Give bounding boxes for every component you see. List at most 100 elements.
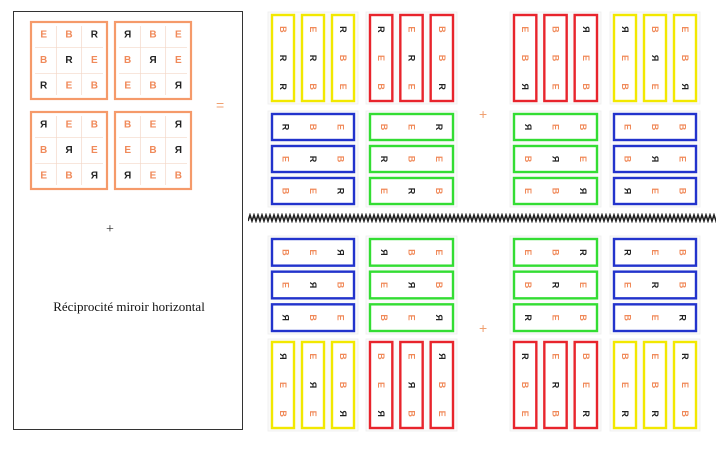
yellow-strip	[270, 340, 296, 430]
blue-strip	[612, 303, 698, 333]
grid-letter: B	[65, 29, 72, 40]
blue-strip	[612, 112, 698, 142]
blue-strip	[612, 176, 698, 206]
equals-sign: =	[216, 97, 225, 113]
strip-letter: B	[379, 314, 389, 321]
grid-letter: R	[123, 171, 131, 182]
strip-letter: R	[278, 83, 288, 90]
strip-letter: B	[551, 410, 561, 417]
orange-grid-1	[29, 20, 109, 101]
strip-letter: E	[437, 411, 447, 417]
red-strip	[573, 340, 599, 430]
blue-strip	[270, 144, 356, 174]
blue-strip	[270, 237, 356, 267]
strip-letter: R	[581, 26, 591, 33]
strip-letter: B	[578, 124, 588, 131]
strip-letter: E	[338, 84, 348, 90]
strip-letter: E	[551, 84, 561, 90]
strip-letter: B	[376, 353, 386, 360]
grid-letter: E	[91, 55, 98, 66]
strip-letter: E	[379, 282, 389, 288]
strip-letter: R	[308, 55, 318, 62]
yellow-strip	[330, 340, 356, 430]
strip-letter: E	[650, 315, 660, 321]
grid-letter: E	[66, 119, 73, 130]
strip-letter: R	[434, 124, 444, 131]
blue-strip	[612, 144, 698, 174]
grid-letter: B	[124, 119, 131, 130]
strip-letter: E	[281, 156, 291, 162]
strip-letter: B	[523, 156, 533, 163]
red-strip	[368, 13, 394, 103]
red-strip	[429, 340, 455, 430]
strip-letter: R	[379, 156, 389, 163]
strip-letter: E	[335, 124, 345, 130]
red-strip	[368, 340, 394, 430]
strip-letter: E	[650, 188, 660, 194]
strip-letter: B	[308, 124, 318, 131]
green-strip	[512, 144, 599, 174]
green-strip	[368, 270, 455, 300]
strip-letter: R	[278, 353, 288, 360]
strip-letter: E	[376, 55, 386, 61]
strip-letter: B	[520, 55, 530, 62]
strip-letter: B	[407, 410, 417, 417]
strip-letter: R	[437, 353, 447, 360]
strip-letter: B	[281, 188, 291, 195]
grid-letter: E	[150, 171, 157, 182]
plus-sign-left: +	[106, 222, 114, 237]
blue-strip	[270, 176, 356, 206]
strip-letter: B	[434, 188, 444, 195]
strip-letter: E	[308, 249, 318, 255]
grid-letter: B	[124, 55, 131, 66]
strip-letter: E	[308, 353, 318, 359]
strip-letter: B	[650, 124, 660, 131]
grid-letter: R	[39, 119, 47, 130]
strip-letter: B	[551, 26, 561, 33]
strip-letter: B	[523, 282, 533, 289]
strip-letter: E	[376, 382, 386, 388]
strip-letter: R	[623, 249, 633, 256]
grid-letter: B	[40, 145, 47, 156]
strip-letter: E	[407, 353, 417, 359]
blue-strip	[270, 303, 356, 333]
strip-letter: B	[278, 410, 288, 417]
strip-letter: B	[551, 249, 561, 256]
strip-letter: R	[338, 410, 348, 417]
blue-strip	[612, 270, 698, 300]
red-strip	[399, 340, 424, 430]
strip-letter: R	[581, 410, 591, 417]
strip-letter: R	[680, 83, 690, 90]
strip-letter: R	[551, 155, 561, 162]
yellow-strip	[672, 340, 698, 430]
grid-letter: B	[91, 81, 98, 92]
strip-letter: B	[278, 26, 288, 33]
strip-letter: E	[650, 84, 660, 90]
grid-letter: B	[149, 145, 156, 156]
strip-letter: R	[578, 187, 588, 194]
strip-letter: R	[620, 410, 630, 417]
strip-letter: B	[650, 382, 660, 389]
green-strip	[368, 237, 455, 267]
strip-letter: B	[437, 382, 447, 389]
strip-letter: B	[680, 410, 690, 417]
strip-letter: B	[437, 55, 447, 62]
strip-letter: B	[578, 314, 588, 321]
strip-letter: B	[376, 83, 386, 90]
strip-letter: E	[551, 315, 561, 321]
yellow-strip	[612, 13, 638, 103]
strip-letter: B	[551, 55, 561, 62]
strip-letter: R	[434, 314, 444, 321]
grid-letter: B	[91, 119, 98, 130]
red-strip	[573, 13, 599, 103]
strip-letter: B	[677, 188, 687, 195]
strip-letter: B	[281, 249, 291, 256]
strip-letter: B	[551, 188, 561, 195]
grid-letter: E	[40, 171, 47, 182]
yellow-strip	[330, 13, 356, 103]
strip-letter: E	[650, 353, 660, 359]
strip-letter: B	[338, 353, 348, 360]
grid-letter: B	[175, 171, 182, 182]
strip-letter: E	[581, 382, 591, 388]
